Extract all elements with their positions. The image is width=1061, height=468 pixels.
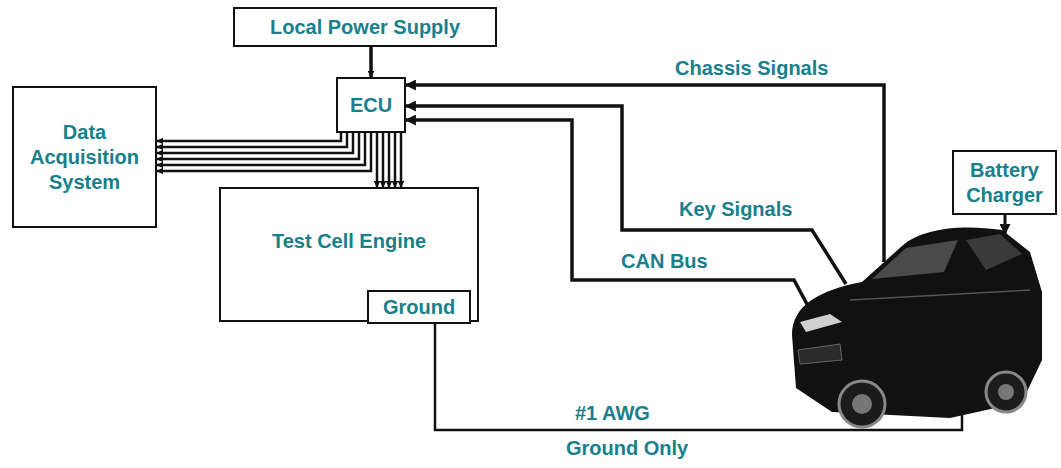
node-text: ECU bbox=[346, 93, 396, 118]
node-text: Ground bbox=[379, 295, 459, 320]
signal-connector bbox=[369, 47, 373, 77]
signal-connector bbox=[394, 133, 397, 187]
ground-cable bbox=[435, 322, 962, 430]
wire-label: Ground Only bbox=[563, 436, 691, 460]
ground-box: Ground bbox=[367, 290, 471, 324]
signal-connector bbox=[388, 133, 391, 187]
charger-lead bbox=[1004, 215, 1007, 234]
signal-connector bbox=[400, 133, 403, 187]
power-supply-box: Local Power Supply bbox=[233, 7, 497, 47]
node-text: Test Cell Engine bbox=[268, 229, 430, 254]
charger-box: Battery Charger bbox=[952, 150, 1057, 215]
signal-connector bbox=[157, 133, 347, 147]
wire-label: Key Signals bbox=[676, 197, 795, 221]
wire-label: CAN Bus bbox=[618, 249, 711, 273]
wire-label: #1 AWG bbox=[572, 401, 653, 425]
daq-box: Data Acquisition System bbox=[12, 86, 157, 228]
signal-connector bbox=[376, 133, 379, 187]
node-text: Data Acquisition System bbox=[14, 120, 155, 195]
wire-label: Chassis Signals bbox=[672, 56, 831, 80]
signal-connector bbox=[157, 133, 365, 165]
node-text: Local Power Supply bbox=[266, 15, 464, 40]
signal-connector bbox=[157, 133, 341, 141]
ecu-box: ECU bbox=[336, 77, 406, 133]
node-text: Battery Charger bbox=[954, 158, 1055, 208]
signal-connector bbox=[157, 133, 371, 171]
engine-box: Test Cell EngineGround bbox=[219, 187, 479, 322]
signal-connector bbox=[157, 133, 359, 159]
signal-connector bbox=[382, 133, 385, 187]
signal-connector bbox=[157, 133, 353, 153]
